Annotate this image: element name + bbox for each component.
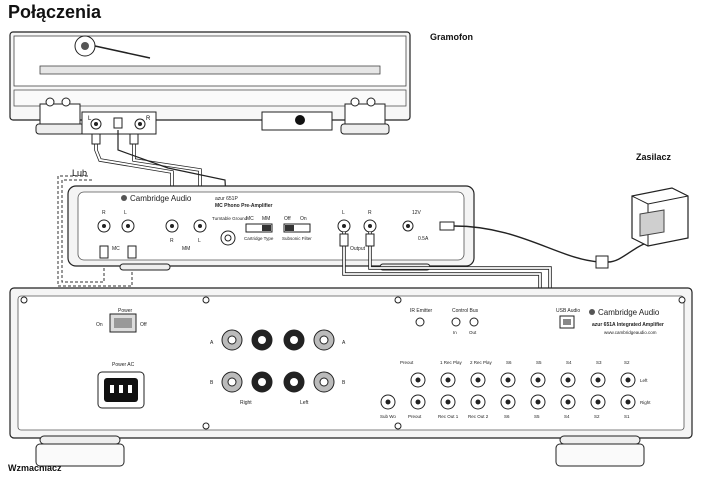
amp-control-in-jack	[451, 317, 461, 327]
preamp-mm-l-label: L	[198, 238, 201, 244]
amp-usb-audio-label: USB Audio	[556, 308, 580, 314]
amp-right-label: Right	[640, 400, 651, 405]
amp-rca-inputs: Preout 1 Rec Play 2 Rec Play S6 S5 S4 S3…	[380, 360, 651, 419]
amp-foot-right	[555, 443, 645, 467]
amp-control-bus-label: Control Bus	[452, 308, 479, 314]
power-supply-label: Zasilacz	[636, 152, 672, 162]
preamp-dc-label: 12V	[412, 210, 422, 216]
preamp-current-label: 0.5A	[418, 236, 429, 242]
amp-left-label: Left	[640, 378, 648, 383]
amp-s5-bottom: S5	[534, 414, 540, 419]
turntable-platter-area	[13, 35, 407, 87]
amp-brand: Cambridge Audio	[598, 308, 660, 317]
amp-rec-out-2: Rec Out 2	[468, 414, 489, 419]
preamp-mc-r-label: R	[102, 210, 106, 216]
turntable-hatch-knob	[295, 115, 305, 125]
amp-preout-top: Preout	[400, 360, 414, 365]
amp-rec-in-2: 2 Rec Play	[470, 360, 493, 365]
amp-ir-emitter-jack	[415, 317, 425, 327]
preamp-mm-label: MM	[182, 246, 190, 252]
turntable-tonearm	[94, 45, 151, 59]
preamp-subtitle: MC Phono Pre-Amplifier	[215, 203, 273, 209]
amp-control-out-jack	[469, 317, 479, 327]
subsonic-filter-switch[interactable]	[283, 223, 311, 233]
amp-s2-top: S2	[624, 360, 630, 365]
preamp-brand: Cambridge Audio	[130, 194, 192, 203]
amp-model: azur 651A Integrated Amplifier	[592, 322, 664, 328]
amp-s2-bottom: S2	[594, 414, 600, 419]
amp-rec-out-1: Rec Out 1	[438, 414, 459, 419]
alternative-label: Lub	[72, 168, 88, 178]
amp-foot-left	[35, 443, 125, 467]
amp-ir-emitter-label: IR Emitter	[410, 308, 433, 314]
amp-power-on: On	[96, 322, 103, 328]
amp-power-ac-label: Power AC	[112, 362, 135, 368]
adapter-ferrite	[595, 255, 609, 269]
turntable-foot-left	[39, 103, 81, 127]
power-supply	[453, 187, 689, 269]
amp-control-in-label: In	[453, 330, 457, 335]
preamp-output-label: Output	[350, 246, 366, 252]
cartridge-type-label: Cartridge Type	[244, 236, 274, 241]
turntable-foot-right	[344, 103, 386, 127]
preamp-ground-label: Turntable Ground	[212, 216, 248, 221]
preamp-switch-mc: MC	[246, 216, 254, 222]
subsonic-filter-label: Subsonic Filter	[282, 236, 312, 241]
amp-speaker-right-label: Right	[240, 400, 252, 406]
amp-s5-top: S5	[536, 360, 542, 365]
preamp-out-l-label: L	[342, 210, 345, 216]
amp-power-off: Off	[140, 322, 147, 328]
amp-s6-top: S6	[506, 360, 512, 365]
turntable-ground-terminal	[113, 117, 123, 129]
amp-speaker-a-left: A	[210, 340, 214, 346]
turntable-plinth	[13, 89, 407, 107]
preamp-mm-r-label: R	[170, 238, 174, 244]
amp-subwoofer-label: Sub Wo	[380, 414, 396, 419]
preamp-switch-mm: MM	[262, 216, 270, 222]
amp-preout-bottom: Preout	[408, 414, 422, 419]
amp-speaker-a-right: A	[342, 340, 346, 346]
amp-s3-top: S3	[596, 360, 602, 365]
amp-power-label: Power	[118, 308, 133, 314]
amp-s6-bottom: S6	[504, 414, 510, 419]
preamp-mc-label: MC	[112, 246, 120, 252]
alternative-route-2	[61, 179, 105, 283]
amplifier-label: Wzmacniacz	[8, 463, 62, 473]
amp-speaker-left-label: Left	[300, 400, 309, 406]
turntable: L R	[9, 31, 411, 135]
preamp-model: azur 651P	[215, 196, 238, 202]
speaker-terminals	[221, 329, 335, 393]
cartridge-type-switch[interactable]	[245, 223, 273, 233]
turntable-spindle	[81, 42, 89, 50]
turntable-jack-right-label: R	[146, 116, 151, 122]
amp-speaker-b-left: B	[210, 380, 214, 386]
alternative-route-1	[57, 175, 133, 287]
amp-speaker-b-right: B	[342, 380, 346, 386]
preamp-switch-off: Off	[284, 216, 291, 222]
amp-s4-top: S4	[566, 360, 572, 365]
amp-url: www.cambridgeaudio.com	[604, 330, 657, 335]
turntable-platter	[39, 65, 381, 75]
preamp-mc-l-label: L	[124, 210, 127, 216]
amp-s1-label: S1	[624, 414, 630, 419]
integrated-amplifier: Power On Off Power AC A B A B Right Left	[9, 287, 693, 467]
page-title: Połączenia	[8, 2, 102, 22]
turntable-label: Gramofon	[430, 32, 474, 42]
amp-control-out-label: Out	[469, 330, 477, 335]
amp-rec-in-1: 1 Rec Play	[440, 360, 463, 365]
preamp-switch-on: On	[300, 216, 307, 222]
turntable-jack-left-label: L	[88, 116, 92, 122]
adapter-cable	[453, 225, 601, 263]
amp-s4-bottom: S4	[564, 414, 570, 419]
phono-preamp: Cambridge Audio azur 651P MC Phono Pre-A…	[67, 185, 475, 271]
preamp-out-r-label: R	[368, 210, 372, 216]
